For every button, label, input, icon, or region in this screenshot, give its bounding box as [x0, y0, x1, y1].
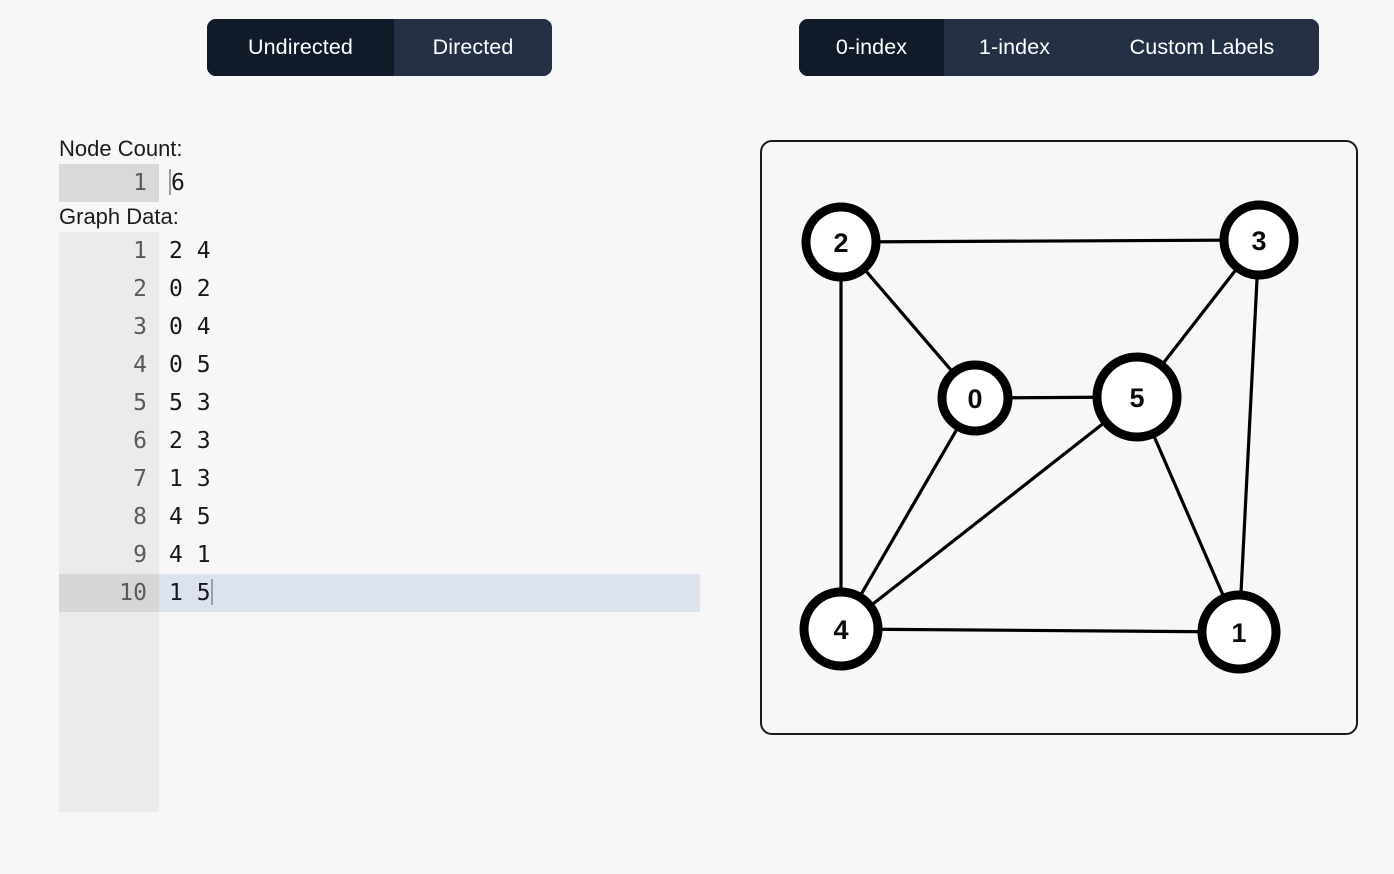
graph-node[interactable]: 1 — [1197, 590, 1281, 674]
toggle-directed[interactable]: Directed — [394, 19, 552, 76]
line-number: 1 — [59, 232, 159, 270]
line-text[interactable]: 1 3 — [169, 466, 211, 492]
line-number: 7 — [59, 460, 159, 498]
code-line[interactable]: 6 2 3 — [0, 422, 700, 460]
line-text[interactable]: 5 3 — [169, 390, 211, 416]
toggle-custom-labels[interactable]: Custom Labels — [1085, 19, 1319, 76]
graph-edge — [839, 397, 977, 630]
node-circle[interactable] — [1197, 590, 1281, 674]
graph-canvas[interactable]: 0 1 2 3 4 5 — [760, 140, 1358, 735]
node-label: 0 — [967, 384, 982, 414]
code-line[interactable]: 5 5 3 — [0, 384, 700, 422]
code-line[interactable]: 8 4 5 — [0, 498, 700, 536]
line-number: 5 — [59, 384, 159, 422]
line-number: 3 — [59, 308, 159, 346]
graph-edge — [840, 627, 1240, 634]
node-circle[interactable] — [1092, 352, 1182, 442]
line-text[interactable]: 2 4 — [169, 238, 211, 264]
edge-layer — [839, 238, 1261, 634]
graph-edge — [840, 395, 1138, 631]
line-number: 10 — [59, 574, 159, 612]
code-line[interactable]: 7 1 3 — [0, 460, 700, 498]
line-text[interactable]: 4 5 — [169, 504, 211, 530]
line-text[interactable]: 4 1 — [169, 542, 211, 568]
graph-edge — [1237, 239, 1261, 633]
node-label: 5 — [1129, 383, 1144, 413]
line-text[interactable]: 0 4 — [169, 314, 211, 340]
code-line[interactable]: 2 0 2 — [0, 270, 700, 308]
line-number: 9 — [59, 536, 159, 574]
node-label: 1 — [1231, 618, 1246, 648]
line-text[interactable]: 2 3 — [169, 428, 211, 454]
node-layer: 0 1 2 3 4 5 — [799, 200, 1299, 674]
graph-data-label: Graph Data: — [59, 204, 179, 229]
graph-node[interactable]: 0 — [937, 360, 1013, 436]
toggle-zero-index[interactable]: 0-index — [799, 19, 944, 76]
graph-visualization[interactable]: 0 1 2 3 4 5 — [762, 142, 1356, 733]
line-text[interactable]: 0 5 — [169, 352, 211, 378]
node-label: 4 — [833, 615, 848, 645]
node-circle[interactable] — [1219, 200, 1299, 280]
graph-node[interactable]: 2 — [801, 202, 881, 282]
toggle-one-index[interactable]: 1-index — [944, 19, 1085, 76]
text-caret — [169, 169, 171, 195]
line-number: 4 — [59, 346, 159, 384]
line-text[interactable]: 1 5 — [159, 574, 700, 612]
line-number: 8 — [59, 498, 159, 536]
graph-node[interactable]: 3 — [1219, 200, 1299, 280]
graph-node[interactable]: 4 — [799, 587, 883, 671]
code-line[interactable]: 4 0 5 — [0, 346, 700, 384]
graph-edge — [840, 238, 1260, 244]
line-text[interactable]: 6 — [169, 169, 185, 196]
code-line[interactable]: 3 0 4 — [0, 308, 700, 346]
line-number: 6 — [59, 422, 159, 460]
line-number: 1 — [59, 164, 159, 202]
code-line[interactable]: 1 2 4 — [0, 232, 700, 270]
node-circle[interactable] — [799, 587, 883, 671]
node-label: 3 — [1251, 226, 1266, 256]
line-number: 2 — [59, 270, 159, 308]
node-count-label: Node Count: — [59, 136, 183, 161]
text-caret — [210, 579, 213, 605]
node-labeling-toggle[interactable]: 0-index 1-index Custom Labels — [799, 19, 1319, 76]
node-label: 2 — [833, 228, 848, 258]
graph-direction-toggle[interactable]: Undirected Directed — [207, 19, 552, 76]
gutter-filler — [59, 612, 159, 812]
line-text[interactable]: 0 2 — [169, 276, 211, 302]
graph-node[interactable]: 5 — [1092, 352, 1182, 442]
toggle-undirected[interactable]: Undirected — [207, 19, 394, 76]
node-circle[interactable] — [937, 360, 1013, 436]
node-circle[interactable] — [801, 202, 881, 282]
code-line[interactable]: 9 4 1 — [0, 536, 700, 574]
